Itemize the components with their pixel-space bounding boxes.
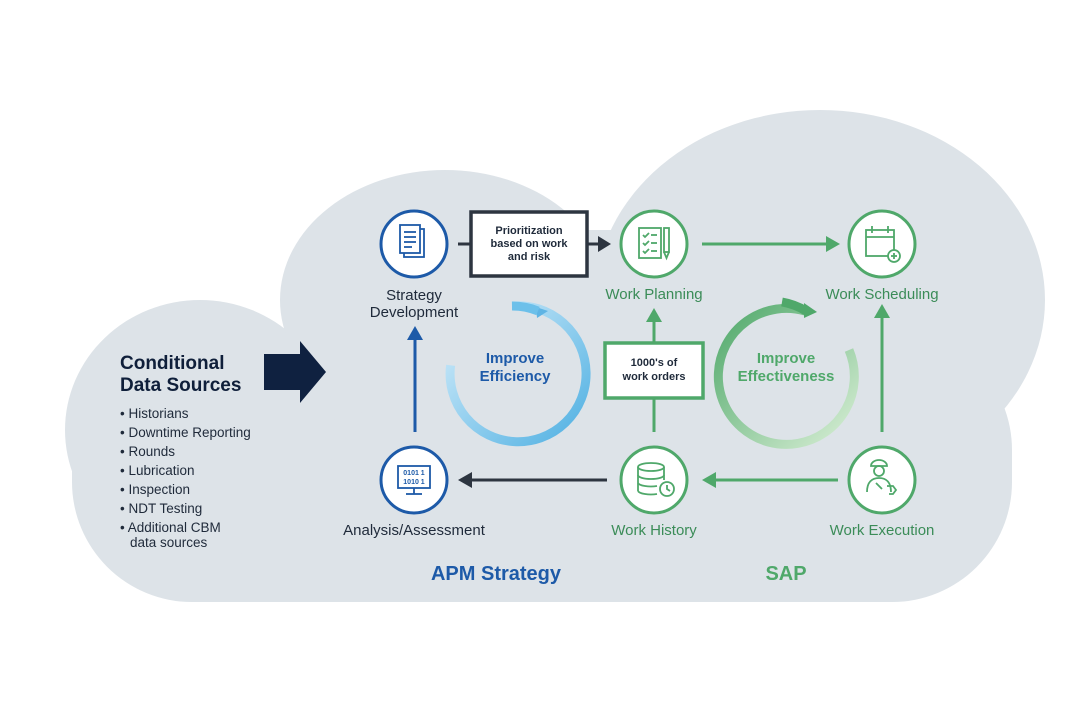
worker-icon — [866, 459, 898, 495]
calendar-plus-icon — [865, 226, 901, 263]
cloud-background — [65, 110, 1045, 602]
analysis-label: Analysis/Assessment — [343, 522, 486, 539]
efficiency-line1: Improve — [486, 350, 544, 367]
work-orders-line1: 1000's of — [631, 357, 678, 369]
effectiveness-line1: Improve — [757, 350, 815, 367]
strategy-label-line2: Development — [370, 304, 459, 321]
efficiency-ring-tip — [511, 301, 540, 316]
document-stack-icon — [399, 224, 425, 258]
source-item: • Rounds — [120, 444, 175, 459]
arrowhead — [702, 472, 716, 488]
node-work-history[interactable]: Work History — [611, 445, 697, 539]
sources-list: • Historians • Downtime Reporting • Roun… — [120, 406, 251, 550]
source-item: • Inspection — [120, 482, 190, 497]
data-sources-panel: Conditional Data Sources • Historians • … — [120, 353, 251, 550]
source-item: • NDT Testing — [120, 501, 202, 516]
svg-text:1010 1: 1010 1 — [403, 479, 425, 486]
effectiveness-ring — [713, 303, 859, 449]
prioritization-line2: based on work — [490, 238, 568, 250]
sources-title-line2: Data Sources — [120, 375, 241, 396]
efficiency-ring — [445, 301, 591, 447]
binary-monitor-icon: 0101 1 1010 1 — [397, 465, 431, 495]
execution-label: Work Execution — [830, 522, 935, 539]
arrowhead — [407, 326, 423, 340]
prioritization-line3: and risk — [508, 251, 551, 263]
work-orders-line2: work orders — [622, 371, 686, 383]
node-work-scheduling[interactable]: Work Scheduling — [825, 209, 939, 303]
section-apm-strategy: APM Strategy — [431, 563, 562, 585]
prioritization-line1: Prioritization — [495, 225, 563, 237]
source-item: • Lubrication — [120, 463, 195, 478]
sources-title-line1: Conditional — [120, 353, 224, 374]
efficiency-cycle: Improve Efficiency — [445, 301, 591, 447]
effectiveness-arrowhead — [804, 303, 817, 318]
effectiveness-line2: Effectiveness — [738, 368, 835, 385]
efficiency-line2: Efficiency — [480, 368, 552, 385]
strategy-label-line1: Strategy — [386, 287, 442, 304]
node-work-execution[interactable]: Work Execution — [830, 445, 935, 539]
efficiency-arrowhead — [536, 307, 548, 318]
node-strategy-development[interactable]: Strategy Development — [370, 209, 459, 321]
node-analysis-assessment[interactable]: 0101 1 1010 1 Analysis/Assessment — [343, 445, 486, 539]
planning-label: Work Planning — [605, 286, 702, 303]
arrowhead — [646, 308, 662, 322]
source-item: • Additional CBM — [120, 520, 221, 535]
database-clock-icon — [637, 462, 675, 497]
node-work-planning[interactable]: Work Planning — [605, 209, 703, 303]
input-arrow — [264, 341, 326, 403]
arrowhead — [826, 236, 840, 252]
work-orders-box: 1000's of work orders — [603, 341, 705, 400]
arrowhead — [598, 236, 611, 252]
flow-arrows — [407, 236, 890, 488]
checklist-pen-icon — [638, 227, 670, 261]
svg-text:0101 1: 0101 1 — [403, 470, 425, 477]
scheduling-label: Work Scheduling — [825, 286, 938, 303]
arrowhead — [458, 472, 472, 488]
source-item: • Downtime Reporting — [120, 425, 251, 440]
section-sap: SAP — [765, 563, 806, 585]
source-item: • Historians — [120, 406, 189, 421]
effectiveness-cycle: Improve Effectiveness — [713, 297, 859, 449]
history-label: Work History — [611, 522, 697, 539]
source-item-continuation: data sources — [130, 535, 208, 550]
prioritization-box: Prioritization based on work and risk — [469, 210, 589, 278]
arrowhead — [874, 304, 890, 318]
